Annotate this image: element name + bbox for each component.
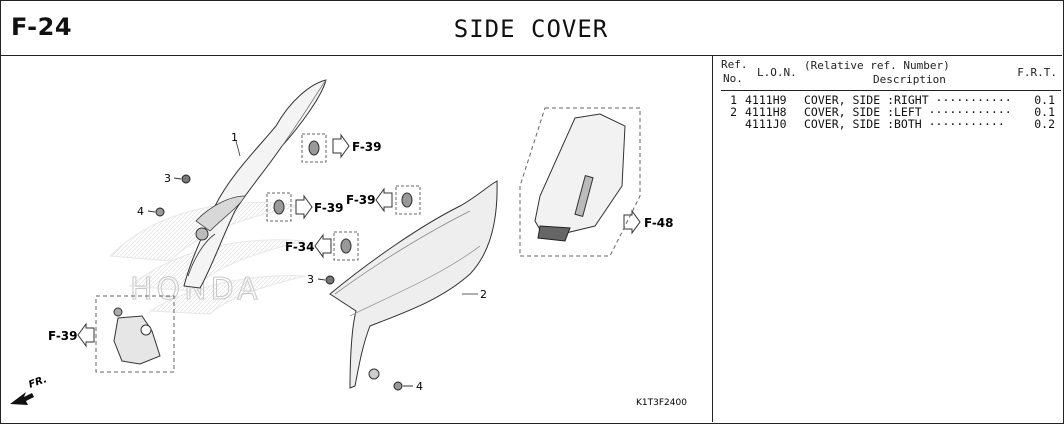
header-divider: [721, 90, 1061, 91]
col-header-lon: L.O.N.: [757, 66, 797, 79]
screw-3-lower: [317, 275, 335, 285]
row-lon: 4111H9: [745, 93, 787, 107]
row-ref: 1: [730, 93, 737, 107]
part-number-4-lower: 4: [416, 380, 423, 393]
part-number-2: 2: [480, 288, 487, 301]
grommet-icon: [340, 238, 352, 254]
row-description: COVER, SIDE :BOTH ···········: [804, 117, 1005, 131]
diagram-svg: HONDA F-39 F: [10, 79, 687, 408]
bolt-4-lower: [393, 381, 413, 391]
side-cover-left-part: [329, 180, 498, 389]
parts-row: 1 4111H9 COVER, SIDE :RIGHT ··········· …: [713, 94, 1063, 106]
front-direction-arrow-icon: [10, 392, 34, 405]
ref-arrow-f39-b: F-39: [295, 194, 344, 220]
ref-callout-f39-d: F-39: [48, 329, 78, 343]
row-description: COVER, SIDE :LEFT ············: [804, 105, 1012, 119]
part-number-3-lower: 3: [307, 273, 314, 286]
row-lon: 4111J0: [745, 117, 787, 131]
inset-bracket-f39: [95, 295, 175, 373]
ref-arrow-f39-d: F-39: [48, 322, 95, 348]
parts-row: 4111J0 COVER, SIDE :BOTH ··········· 0.2: [713, 118, 1063, 130]
ref-callout-f39-c: F-39: [346, 193, 376, 207]
grommet-box-4: [333, 231, 359, 261]
ref-arrow-f39-c: F-39: [346, 187, 393, 213]
col-header-ref-line1: Ref.: [721, 58, 748, 71]
screw-3-upper: [173, 174, 191, 184]
side-cover-right-part: [183, 79, 327, 289]
ref-callout-f39-a: F-39: [352, 140, 382, 154]
page-header: F-24 SIDE COVER: [0, 0, 1062, 56]
grommet-icon: [273, 199, 285, 215]
part-number-3-upper: 3: [164, 172, 171, 185]
parts-list-panel: Ref. No. L.O.N. (Relative ref. Number) D…: [712, 56, 1063, 422]
page-code: F-24: [11, 13, 73, 41]
parts-row: 2 4111H8 COVER, SIDE :LEFT ············ …: [713, 106, 1063, 118]
bolt-4-left: [147, 207, 165, 217]
front-direction-label: FR.: [27, 374, 48, 391]
row-description: COVER, SIDE :RIGHT ···········: [804, 93, 1012, 107]
page-title: SIDE COVER: [453, 15, 609, 43]
row-ref: 2: [730, 105, 737, 119]
col-header-ref-line2: No.: [723, 72, 743, 85]
row-frt: 0.1: [1034, 105, 1055, 119]
part-number-4-left: 4: [137, 205, 144, 218]
row-lon: 4111H8: [745, 105, 787, 119]
ref-callout-f39-b: F-39: [314, 201, 344, 215]
row-frt: 0.1: [1034, 93, 1055, 107]
ref-arrow-f39-a: F-39: [332, 133, 382, 159]
drawing-code: K1T3F2400: [636, 398, 687, 408]
col-header-desc-line2: Description: [873, 73, 946, 86]
grommet-box-2: [266, 192, 292, 222]
ref-callout-f34: F-34: [285, 240, 315, 254]
row-frt: 0.2: [1034, 117, 1055, 131]
col-header-frt: F.R.T.: [1017, 66, 1057, 79]
ref-callout-f48: F-48: [644, 216, 674, 230]
grommet-icon: [401, 192, 413, 208]
grommet-icon: [308, 140, 320, 156]
inset-assembly-f48: [519, 107, 641, 257]
part-number-1: 1: [231, 131, 238, 144]
grommet-box-1: [301, 133, 327, 163]
ref-arrow-f48: F-48: [623, 209, 674, 235]
col-header-desc-line1: (Relative ref. Number): [804, 59, 950, 72]
exploded-diagram: HONDA F-39 F: [0, 56, 712, 422]
grommet-box-3: [395, 185, 421, 215]
ref-arrow-f34: F-34: [285, 233, 332, 259]
